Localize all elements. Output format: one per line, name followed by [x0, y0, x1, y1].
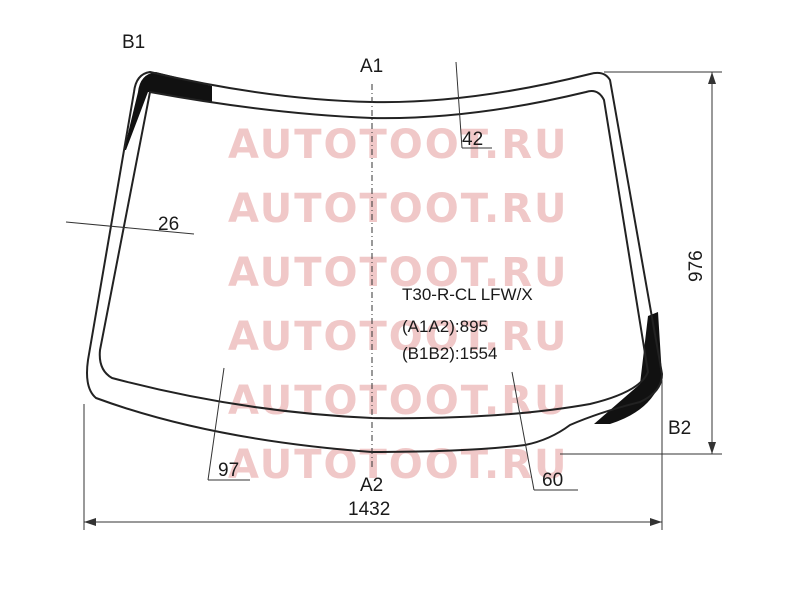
- dim-height-arrow-top: [708, 72, 716, 84]
- dim-bottom-band-value: 97: [218, 460, 239, 481]
- ceramic-band-bottom-right: [594, 312, 662, 424]
- dim-side-band-value: 26: [158, 214, 179, 235]
- watermark-text: AUTOTOOT.RU: [228, 314, 568, 360]
- label-b1: B1: [122, 32, 145, 53]
- dim-height-arrow-bottom: [708, 442, 716, 454]
- label-a1: A1: [360, 56, 383, 77]
- watermark-layer: AUTOTOOT.RU AUTOTOOT.RU AUTOTOOT.RU AUTO…: [228, 122, 568, 488]
- dim-bottom-band-leader: [207, 367, 225, 481]
- dim-bottom-right-leader: [511, 371, 535, 491]
- dim-top-band-leader: [455, 61, 463, 149]
- a1a2-distance: (A1A2):895: [402, 317, 488, 336]
- label-a2: A2: [360, 475, 383, 496]
- dim-height-value: 976: [686, 250, 707, 282]
- dim-top-band-value: 42: [462, 129, 483, 150]
- b1b2-distance: (B1B2):1554: [402, 344, 497, 363]
- dim-width-value: 1432: [348, 499, 390, 520]
- dim-bottom-right-value: 60: [542, 470, 563, 491]
- part-code: T30-R-CL LFW/X: [402, 285, 533, 304]
- dim-width-arrow-left: [84, 518, 96, 526]
- dim-width-arrow-right: [650, 518, 662, 526]
- watermark-text: AUTOTOOT.RU: [228, 378, 568, 424]
- dim-side-band-leader: [65, 221, 195, 235]
- label-b2: B2: [668, 418, 691, 439]
- watermark-text: AUTOTOOT.RU: [228, 442, 568, 488]
- watermark-text: AUTOTOOT.RU: [228, 250, 568, 296]
- watermark-text: AUTOTOOT.RU: [228, 122, 568, 168]
- glass-outer-outline: [86, 70, 664, 454]
- glass-inner-outline: [98, 90, 650, 420]
- watermark-text: AUTOTOOT.RU: [228, 186, 568, 232]
- ceramic-band-top-left: [124, 72, 212, 150]
